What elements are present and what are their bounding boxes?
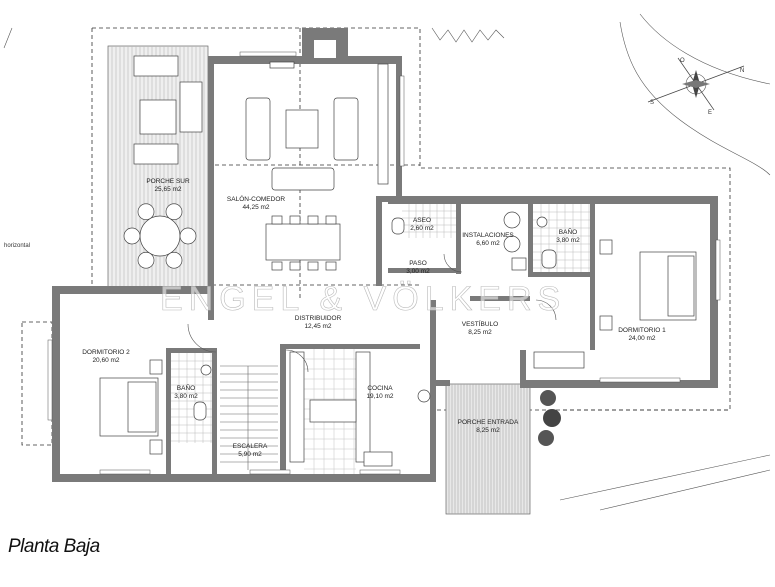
- svg-text:24,00 m2: 24,00 m2: [628, 335, 655, 342]
- compass-icon: N S E O: [647, 57, 744, 116]
- bedroom-1-furniture: [533, 239, 697, 369]
- svg-text:PORCHE SUR: PORCHE SUR: [146, 178, 190, 185]
- compass-letter-e: E: [708, 110, 712, 116]
- kitchen-furniture: [289, 349, 431, 474]
- stairs: [220, 365, 278, 470]
- walls: [52, 28, 718, 482]
- svg-text:5,90 m2: 5,90 m2: [238, 451, 262, 458]
- svg-text:44,25 m2: 44,25 m2: [242, 204, 269, 211]
- svg-text:2,60 m2: 2,60 m2: [410, 225, 434, 232]
- label-cocina: COCINA 19,10 m2: [366, 385, 393, 400]
- svg-text:COCINA: COCINA: [367, 385, 393, 392]
- compass-letter-o: O: [680, 58, 685, 64]
- svg-text:25,65 m2: 25,65 m2: [154, 186, 181, 193]
- svg-text:BAÑO: BAÑO: [559, 227, 577, 236]
- svg-text:19,10 m2: 19,10 m2: [366, 393, 393, 400]
- svg-text:20,60 m2: 20,60 m2: [92, 357, 119, 364]
- svg-text:12,45 m2: 12,45 m2: [304, 323, 331, 330]
- svg-text:ASEO: ASEO: [413, 217, 431, 224]
- svg-text:VESTÍBULO: VESTÍBULO: [462, 319, 498, 328]
- svg-text:DORMITORIO 2: DORMITORIO 2: [82, 349, 130, 356]
- compass-letter-s: S: [650, 100, 654, 106]
- svg-text:PASO: PASO: [409, 260, 427, 267]
- label-porche-sur: PORCHE SUR 25,65 m2: [146, 178, 190, 193]
- svg-text:PORCHE ENTRADA: PORCHE ENTRADA: [458, 419, 519, 426]
- svg-text:3,80 m2: 3,80 m2: [174, 393, 198, 400]
- room-labels: PORCHE SUR 25,65 m2 SALÓN-COMEDOR 44,25 …: [82, 178, 666, 458]
- label-aseo: ASEO 2,60 m2: [410, 217, 434, 232]
- label-dormitorio-2: DORMITORIO 2 20,60 m2: [82, 349, 130, 364]
- label-instalaciones: INSTALACIONES 6,60 m2: [462, 232, 514, 247]
- label-paso: PASO 3,00 m2: [406, 260, 430, 275]
- svg-text:INSTALACIONES: INSTALACIONES: [462, 232, 514, 239]
- svg-text:8,25 m2: 8,25 m2: [468, 329, 492, 336]
- svg-text:DISTRIBUIDOR: DISTRIBUIDOR: [295, 315, 342, 322]
- bathroom-fixtures: [171, 204, 590, 443]
- windows: [47, 51, 721, 475]
- terrain-lines: [3, 13, 771, 511]
- watermark: ENGEL & VÖLKERS: [160, 280, 566, 318]
- svg-text:3,00 m2: 3,00 m2: [406, 268, 430, 275]
- svg-text:3,80 m2: 3,80 m2: [556, 237, 580, 244]
- svg-text:8,25 m2: 8,25 m2: [476, 427, 500, 434]
- label-bano-1: BAÑO 3,80 m2: [556, 227, 580, 244]
- side-label: horizontal: [4, 243, 30, 249]
- label-dormitorio-1: DORMITORIO 1 24,00 m2: [618, 327, 666, 342]
- plan-caption: Planta Baja: [8, 536, 100, 557]
- bedroom-2-furniture: [99, 359, 163, 455]
- porche-sur-furniture: [123, 55, 203, 269]
- label-escalera: ESCALERA 5,90 m2: [233, 443, 268, 458]
- svg-text:BAÑO: BAÑO: [177, 383, 195, 392]
- plants-icon: [538, 390, 561, 446]
- door-swings: [187, 253, 557, 373]
- label-salon-comedor: SALÓN-COMEDOR 44,25 m2: [227, 194, 285, 211]
- label-bano-2: BAÑO 3,80 m2: [174, 383, 198, 400]
- svg-text:ESCALERA: ESCALERA: [233, 443, 268, 450]
- label-distribuidor: DISTRIBUIDOR 12,45 m2: [295, 315, 342, 330]
- label-porche-entrada: PORCHE ENTRADA 8,25 m2: [458, 419, 519, 434]
- svg-text:6,60 m2: 6,60 m2: [476, 240, 500, 247]
- svg-text:DORMITORIO 1: DORMITORIO 1: [618, 327, 666, 334]
- label-vestibulo: VESTÍBULO 8,25 m2: [462, 319, 498, 336]
- salon-furniture: [245, 61, 389, 271]
- compass-letter-n: N: [740, 68, 744, 74]
- svg-text:SALÓN-COMEDOR: SALÓN-COMEDOR: [227, 194, 285, 203]
- porche-entrada-floor: [445, 383, 531, 515]
